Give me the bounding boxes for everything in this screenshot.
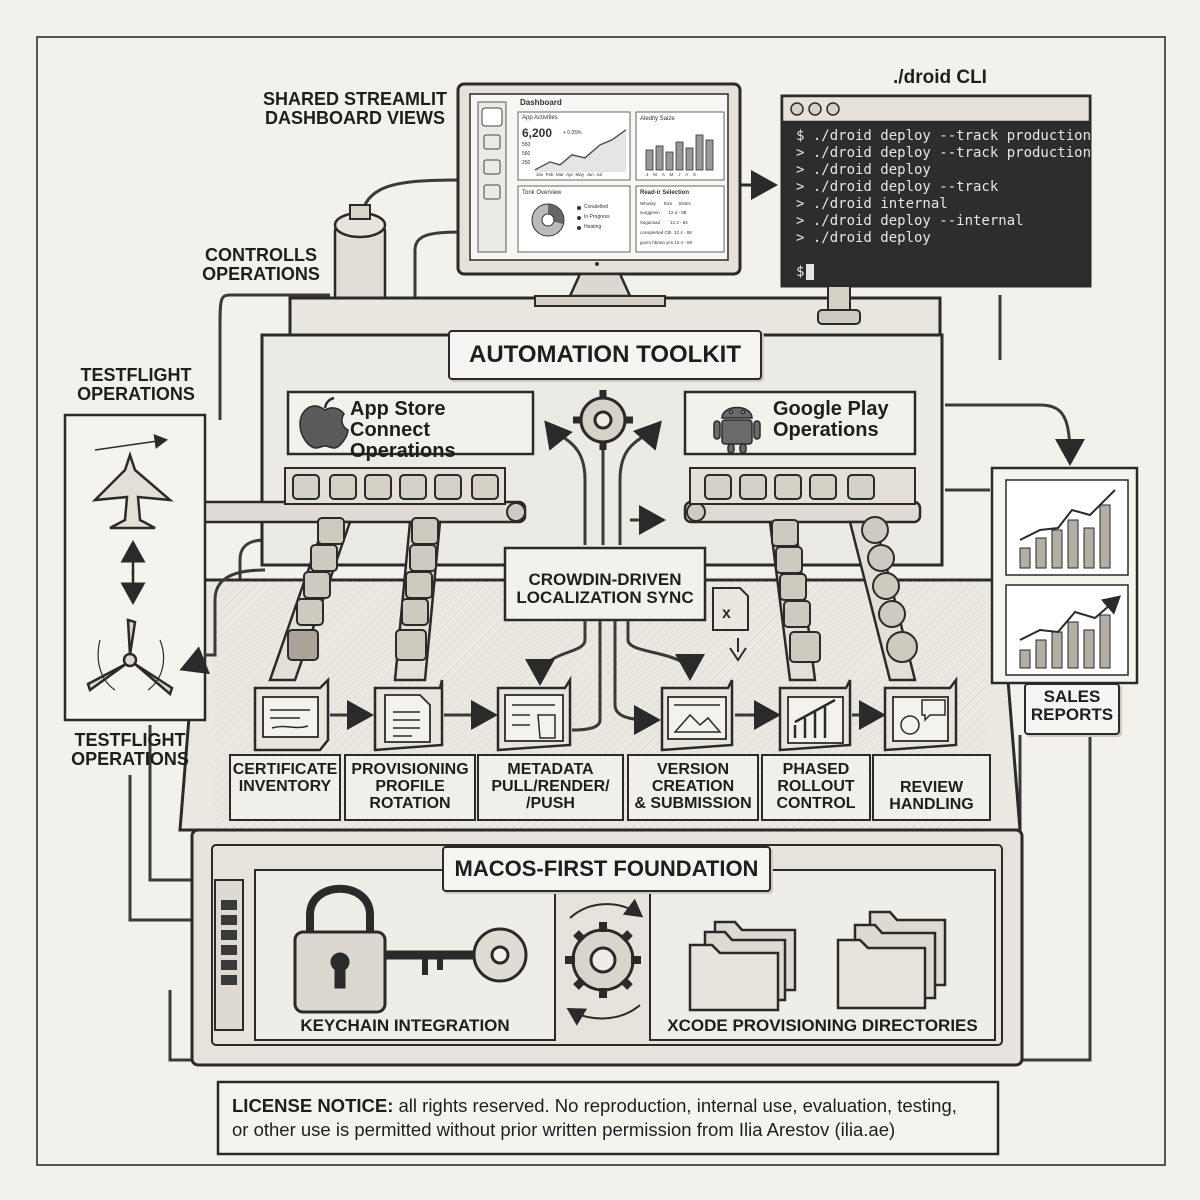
terminal-window [780, 94, 1092, 325]
google-play-label: Google Play Operations [773, 398, 889, 441]
controls-operations-label: CONTROLLS OPERATIONS [202, 245, 320, 284]
dashboard-card2-title: Aledity Saize [640, 116, 675, 122]
android-icon [713, 406, 761, 454]
crowdin-label: CROWDIN-DRIVEN LOCALIZATION SYNC [516, 570, 694, 607]
left-conveyor [178, 467, 527, 524]
station-label-provisioning: PROVISIONING PROFILE ROTATION [351, 761, 469, 812]
terminal-prompt: $ [796, 264, 805, 280]
foundation-title-box: MACOS-FIRST FOUNDATION [442, 846, 771, 892]
dashboard-card1-months: Jan Feb Mar Apr May Jun Jul [536, 172, 603, 177]
airplane-icon [91, 434, 174, 530]
dashboard-card1-title: App Activities [522, 115, 558, 121]
cable-controls-operations [218, 293, 330, 420]
dashboard-card1-ytick: 560 [522, 151, 531, 157]
shared-dashboard-label: SHARED STREAMLIT DASHBOARD VIEWS [263, 89, 447, 128]
propeller-icon [86, 618, 174, 697]
certificate-icon [262, 696, 319, 738]
dashboard-card1-ytick: 550 [522, 142, 531, 148]
license-notice: LICENSE NOTICE: all rights reserved. No … [232, 1094, 992, 1142]
apple-icon [299, 396, 349, 449]
cable-controls-monitor [413, 230, 461, 325]
cables [128, 178, 1092, 1062]
terminal-line: > ./droid deploy --track [796, 179, 999, 195]
monitor [456, 82, 742, 307]
station-label-review: REVIEW HANDLING [889, 779, 974, 813]
padlock-key-icon [293, 884, 528, 1014]
automation-toolkit-box: AUTOMATION TOOLKIT [448, 330, 762, 380]
terminal-line: > ./droid deploy [796, 162, 931, 178]
dashboard-card4-title: Read-ir Selection [640, 190, 690, 196]
station-label-phased: PHASED ROLLOUT CONTROL [776, 761, 856, 812]
dashboard-card4-row: gozm hbrtan ycs 12.4 - 88 [640, 240, 693, 245]
dashboard-card4-row: surggenin 12.4 - 88 [640, 210, 687, 215]
sales-reports-label: SALES REPORTS [1030, 687, 1114, 724]
dashboard-card3-legend: Heating [584, 224, 602, 230]
terminal-body: $ ./droid deploy --track production > ./… [782, 124, 1092, 284]
outer-frame [36, 36, 1166, 1166]
document-icon [384, 694, 431, 743]
cable-to-sales [945, 403, 1085, 466]
terminal-line: > ./droid internal [796, 196, 948, 212]
testflight-panel [63, 413, 207, 722]
dashboard-card4-headers: Whosky Size Slxtes [640, 201, 691, 206]
dashboard-title: Dashboard [520, 98, 562, 107]
dashboard-card4-row: consplerted Ctb 12.4 - 88 [640, 230, 692, 235]
license-text-line2: or other use is permitted without prior … [232, 1119, 896, 1140]
terminal-line: > ./droid deploy --track production [796, 145, 1092, 161]
license-box [216, 1080, 1000, 1156]
dashboard-card3-title: Tonk Overview [522, 190, 562, 196]
droid-cli-label: ./droid CLI [893, 67, 987, 88]
testflight-top-label: TESTFLIGHT OPERATIONS [77, 365, 195, 404]
testflight-bottom-label: TESTFLIGHT OPERATIONS [71, 730, 189, 769]
review-gear-icon [892, 696, 949, 742]
dashboard-card2-months: J M A M J A S [646, 172, 697, 177]
dashboard-card4-row: Ssgunsad 12.4 - 64 [640, 220, 688, 225]
automation-toolkit-title: AUTOMATION TOOLKIT [469, 341, 741, 368]
dashboard-card1-value: 6,200 [522, 126, 553, 140]
terminal-line: > ./droid deploy [796, 230, 931, 246]
toolkit-gear-icon [573, 390, 633, 450]
terminal-line: > ./droid deploy --internal [796, 213, 1024, 229]
translate-doc-icon: x [712, 587, 749, 662]
metadata-icon [504, 694, 564, 742]
crowdin-box [503, 546, 707, 622]
station-label-version: VERSION CREATION & SUBMISSION [634, 761, 752, 812]
license-heading: LICENSE NOTICE: [232, 1095, 394, 1116]
dashboard-card3-legend: In Progress [584, 214, 610, 220]
app-store-label: App Store Connect Operations [350, 398, 456, 462]
dashboard-card1-delta: + 0.05% [563, 130, 582, 136]
license-text: all rights reserved. No reproduction, in… [393, 1095, 957, 1116]
folders-icon [688, 910, 947, 1012]
keychain-label: KEYCHAIN INTEGRATION [300, 1016, 510, 1035]
station-label-metadata: METADATA PULL/RENDER/ /PUSH [491, 761, 610, 812]
xcode-label: XCODE PROVISIONING DIRECTORIES [667, 1016, 978, 1035]
foundation-title: MACOS-FIRST FOUNDATION [454, 856, 759, 881]
station-label-certificate: CERTIFICATE INVENTORY [232, 761, 338, 795]
dashboard-card3-legend: Conalelted [584, 204, 608, 210]
svg-text:x: x [722, 605, 731, 622]
dashboard-card1-ytick: 250 [522, 160, 531, 166]
terminal-line: $ ./droid deploy --track production [796, 128, 1092, 144]
sales-reports-box: SALES REPORTS [1024, 683, 1120, 735]
foundation-gear-icon [565, 898, 644, 1026]
